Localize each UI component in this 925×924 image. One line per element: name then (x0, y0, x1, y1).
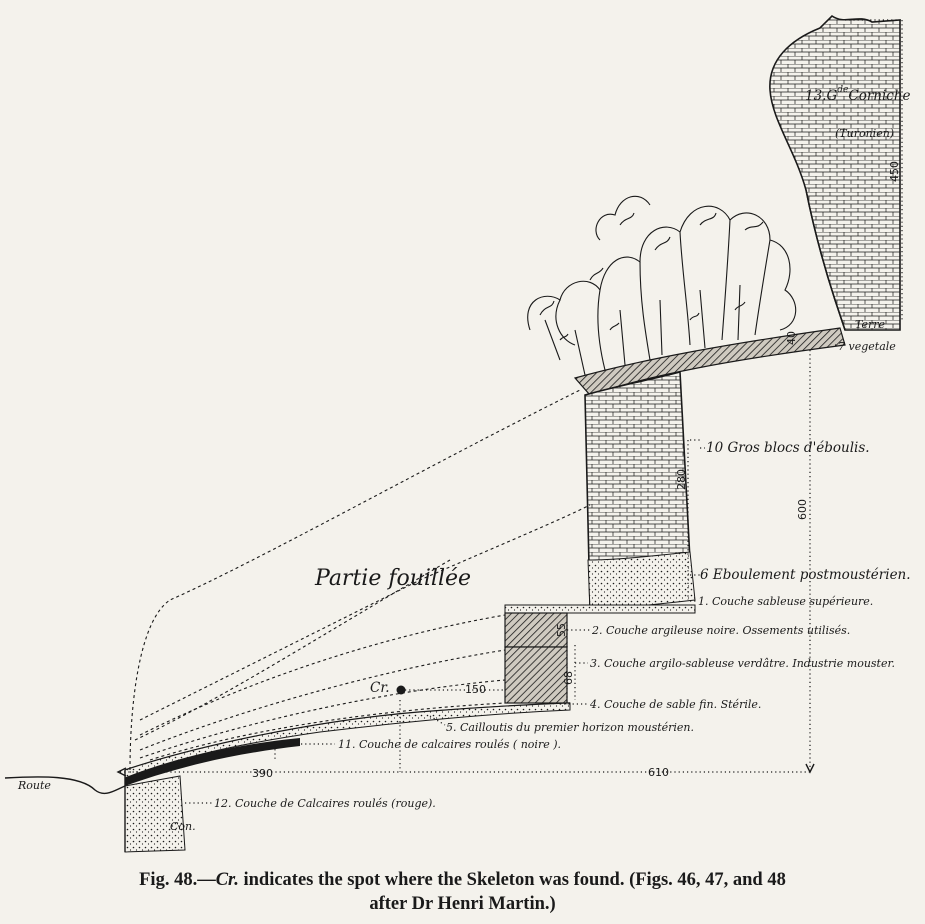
corniche-label: 13.GdeCorniche (805, 85, 911, 104)
caption-fig-number: Fig. 48.— (139, 870, 216, 890)
layer-2-label: 2. Couche argileuse noire. Ossements uti… (591, 624, 850, 637)
dim-600: 600 (796, 499, 809, 520)
dim-55: 55 (555, 623, 568, 637)
figure-caption: Fig. 48.—Cr. indicates the spot where th… (20, 868, 905, 916)
dim-610: 610 (648, 766, 669, 779)
turonien-label: (Turonien) (835, 127, 894, 140)
cr-label: Cr. (370, 680, 390, 696)
trees-illustration (527, 195, 797, 376)
dim-68: 68 (562, 671, 575, 685)
eboulement-band (587, 551, 696, 611)
layer-12-label: 12. Couche de Calcaires roulés (rouge). (214, 797, 436, 810)
couche-1-band (504, 604, 696, 614)
couche-11-band (125, 738, 300, 786)
con-label: Con. (170, 820, 196, 833)
stratigraphic-section-diagram: 13.GdeCorniche (Turonien) Terre 7 vegeta… (4, 14, 911, 853)
layer-5-label: 5. Cailloutis du premier horizon moustér… (446, 721, 694, 734)
caption-cr: Cr. (215, 870, 239, 890)
layer-10-label: 10 Gros blocs d'éboulis. (706, 440, 870, 456)
layer-4-label: 4. Couche de sable fin. Stérile. (589, 698, 761, 711)
dim-450: 450 (888, 161, 901, 182)
layer-1-label: 1. Couche sableuse supérieure. (698, 595, 873, 608)
couche-12-band (124, 775, 186, 853)
layer-6-label: 6 Eboulement postmoustérien. (700, 567, 911, 583)
caption-text-line1: indicates the spot where the Skeleton wa… (238, 870, 786, 890)
skeleton-spot-marker (396, 685, 406, 695)
layer-3-label: 3. Couche argilo-sableuse verdâtre. Indu… (590, 657, 895, 670)
dim-40: 40 (785, 331, 798, 345)
terre-vegetale-band (573, 327, 846, 396)
caption-text-line2: after Dr Henri Martin.) (369, 894, 556, 914)
route-label: Route (17, 779, 51, 792)
corniche-cliff (769, 14, 901, 331)
terre-label-line1: Terre (855, 318, 886, 331)
couche-3-band (504, 646, 568, 704)
dim-390: 390 (252, 767, 273, 780)
dim-280: 280 (675, 469, 688, 490)
layer-11-label: 11. Couche de calcaires roulés ( noire )… (338, 738, 561, 751)
dim-150: 150 (465, 683, 486, 696)
terre-label-line2: 7 vegetale (838, 340, 896, 353)
couche-2-band (504, 612, 568, 648)
couche-5-band (124, 702, 571, 779)
partie-fouillee-label: Partie fouillée (314, 566, 471, 591)
